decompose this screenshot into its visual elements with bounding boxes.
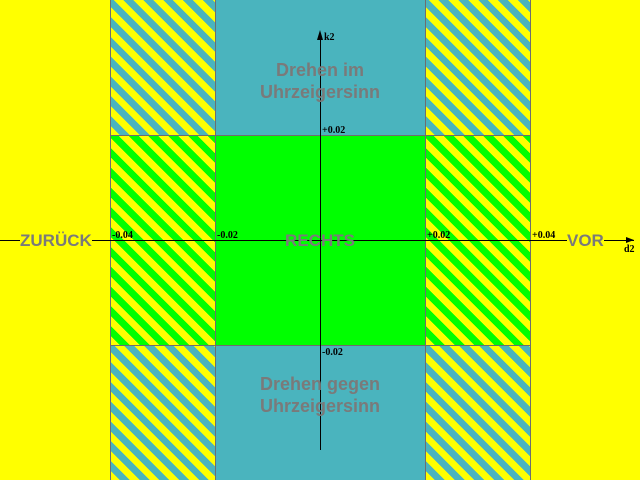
y-axis xyxy=(320,34,321,450)
x-axis-arrowhead xyxy=(626,237,634,243)
label-rotate-counterclockwise-line2: Uhrzeigersinn xyxy=(259,396,381,416)
label-back: ZURÜCK xyxy=(20,231,92,251)
label-rotate-counterclockwise: Drehen gegen Uhrzeigersinn xyxy=(215,373,425,417)
label-rotate-counterclockwise-line1: Drehen gegen xyxy=(259,374,381,394)
tick-x-neg-far: -0.04 xyxy=(112,230,133,241)
tick-x-pos-near: +0.02 xyxy=(427,230,451,241)
zone-top-left-hatched xyxy=(110,0,215,135)
tick-y-neg: -0.02 xyxy=(322,347,343,358)
label-right: RECHTS xyxy=(285,231,355,250)
tick-y-pos: +0.02 xyxy=(322,125,346,136)
y-axis-label: k2 xyxy=(324,32,335,43)
zone-bottom-left-hatched xyxy=(110,345,215,480)
x-axis xyxy=(0,240,634,241)
label-rotate-clockwise: Drehen im Uhrzeigersinn xyxy=(215,59,425,103)
x-axis-label: d2 xyxy=(624,244,635,255)
zone-bottom-right-hatched xyxy=(425,345,530,480)
tick-x-pos-far: +0.04 xyxy=(532,230,556,241)
y-axis-arrowhead xyxy=(317,30,323,40)
tick-x-neg-near: -0.02 xyxy=(217,230,238,241)
label-forward: VOR xyxy=(567,231,604,251)
label-rotate-clockwise-line2: Uhrzeigersinn xyxy=(259,82,381,102)
zone-top-right-hatched xyxy=(425,0,530,135)
label-rotate-clockwise-line1: Drehen im xyxy=(275,60,365,80)
